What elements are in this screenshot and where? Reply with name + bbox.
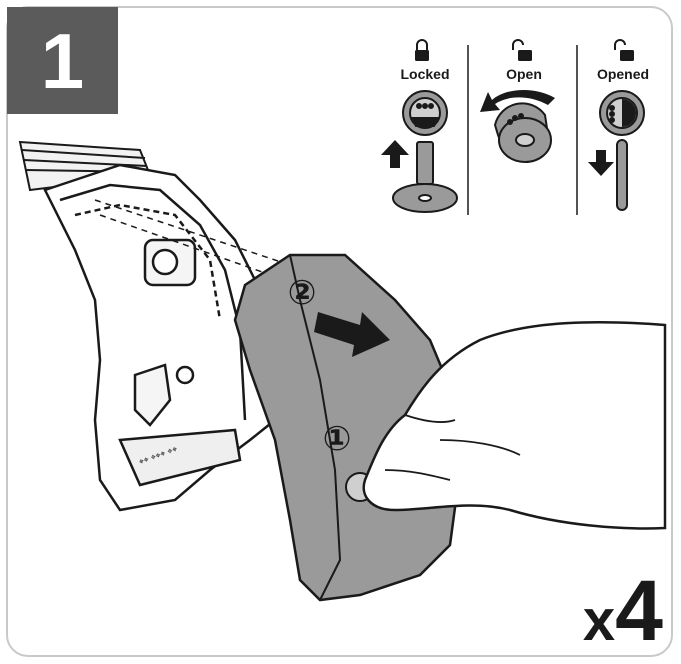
padlock-closed-icon	[415, 39, 429, 61]
lock-state-label-opened: Opened	[596, 66, 650, 82]
quantity-multiplier: x4	[583, 568, 663, 654]
lock-cylinder-locked	[402, 90, 448, 136]
down-arrow	[588, 150, 614, 176]
step-number: 1	[40, 16, 85, 105]
release-pin	[616, 139, 628, 211]
padlock-open-icon	[512, 39, 532, 61]
up-arrow	[381, 140, 409, 168]
lock-cylinder-opened	[599, 90, 645, 136]
padlock-open-icon	[614, 39, 634, 61]
key-icon	[392, 141, 458, 213]
lock-state-label-open: Open	[506, 66, 542, 82]
step-marker-1: ①	[322, 420, 352, 458]
foot-bracket: ⌖⌖ ⌖⌖⌖ ⌖⌖	[43, 163, 277, 512]
slide-arrow	[314, 312, 390, 357]
guide-lines	[94, 199, 291, 281]
multiplier-count: 4	[615, 563, 663, 659]
lock-cylinder-open	[493, 102, 552, 163]
step-number-box: 1	[7, 7, 118, 114]
illustration-frame	[6, 6, 673, 657]
step-marker-2: ②	[287, 274, 317, 312]
rotate-arrow	[480, 89, 555, 112]
lock-state-label-locked: Locked	[400, 66, 450, 82]
end-cover	[233, 253, 462, 602]
multiplier-prefix: x	[582, 588, 616, 653]
